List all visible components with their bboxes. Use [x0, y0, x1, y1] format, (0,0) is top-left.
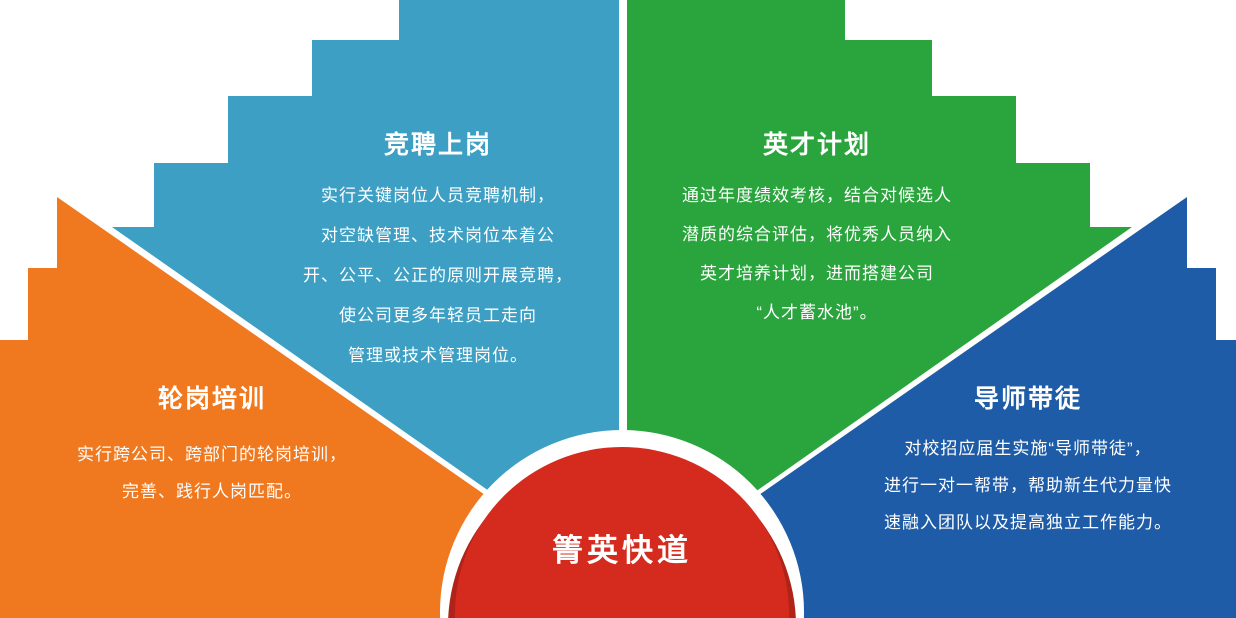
talent-plan-body: 通过年度绩效考核，结合对候选人 潜质的综合评估，将优秀人员纳入 英才培养计划，进…: [682, 186, 952, 322]
competitive-posting-body: 实行关键岗位人员竞聘机制， 对空缺管理、技术岗位本着公 开、公平、公正的原则开展…: [303, 186, 573, 365]
rotation-training-title: 轮岗培训: [157, 385, 266, 413]
mentorship-title: 导师带徒: [973, 385, 1082, 413]
rotation-training-block: 轮岗培训 实行跨公司、跨部门的轮岗培训， 完善、践行人岗匹配。: [32, 384, 392, 510]
mentorship-body: 对校招应届生实施“导师带徒”， 进行一对一帮带，帮助新生代力量快 速融入团队以及…: [884, 439, 1172, 532]
rotation-training-body: 实行跨公司、跨部门的轮岗培训， 完善、践行人岗匹配。: [77, 445, 347, 501]
talent-plan-title: 英才计划: [762, 131, 871, 159]
competitive-posting-block: 竞聘上岗 实行关键岗位人员竞聘机制， 对空缺管理、技术岗位本着公 开、公平、公正…: [288, 130, 588, 376]
competitive-posting-title: 竞聘上岗: [383, 131, 492, 159]
talent-plan-block: 英才计划 通过年度绩效考核，结合对候选人 潜质的综合评估，将优秀人员纳入 英才培…: [652, 130, 982, 332]
mentorship-block: 导师带徒 对校招应届生实施“导师带徒”， 进行一对一帮带，帮助新生代力量快 速融…: [848, 384, 1208, 541]
center-label: 箐英快道: [552, 533, 692, 568]
